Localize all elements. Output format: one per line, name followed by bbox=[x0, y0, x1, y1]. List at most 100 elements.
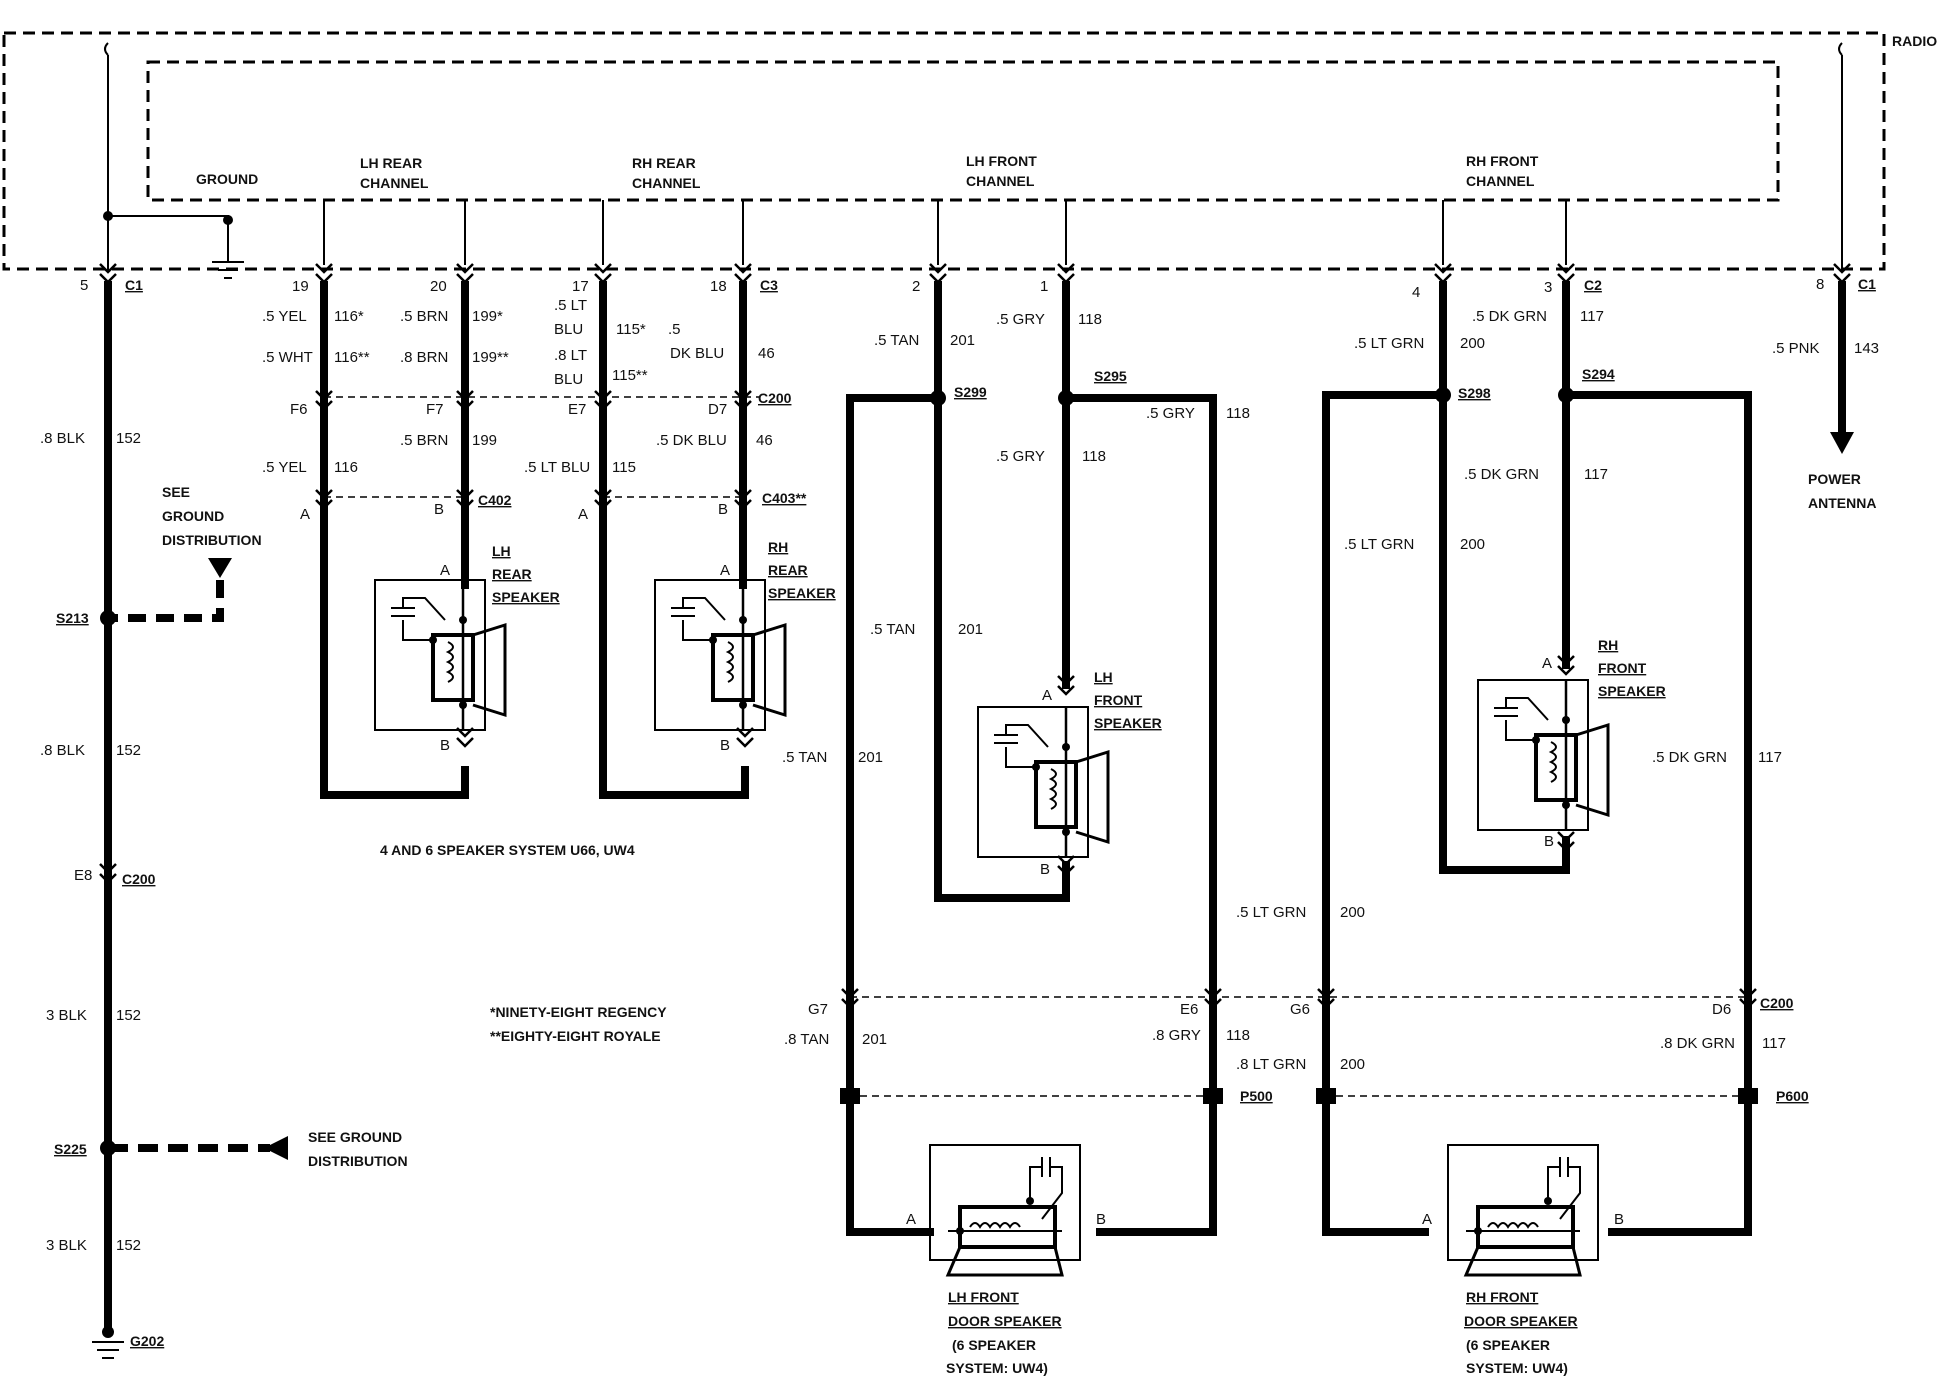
wire-tan5-3: .5 TAN bbox=[782, 749, 827, 766]
radio-ground-lead bbox=[104, 42, 109, 270]
rh-front-door-speaker-label-3: (6 SPEAKER bbox=[1466, 1337, 1550, 1353]
ground-distribution-arrow-1 bbox=[208, 558, 232, 578]
wire-dkblu5: .5 DK BLU bbox=[656, 432, 727, 449]
c200-label-rear: C200 bbox=[758, 390, 792, 406]
wire-yel: .5 YEL bbox=[262, 308, 307, 325]
ckt-152-3: 152 bbox=[116, 1007, 141, 1024]
pin-3-label: 3 bbox=[1544, 279, 1552, 296]
pin-b-rhdoor: B bbox=[1614, 1211, 1624, 1228]
ckt-118-2: 118 bbox=[1226, 405, 1250, 422]
lh-front-door-speaker-label-2: DOOR SPEAKER bbox=[948, 1313, 1062, 1329]
pin-8-label: 8 bbox=[1816, 276, 1824, 293]
rh-front-ltgrn-200-door-wire bbox=[1322, 391, 1447, 1236]
pin-e7-label: E7 bbox=[568, 401, 586, 418]
rh-front-door-speaker-symbol bbox=[1446, 1143, 1600, 1277]
ckt-116s: 116* bbox=[334, 308, 364, 325]
power-antenna-label-2: ANTENNA bbox=[1808, 495, 1876, 511]
s298-label: S298 bbox=[1458, 385, 1491, 401]
p500-terminal-left bbox=[840, 1088, 860, 1104]
radio-inner-outline bbox=[146, 60, 1780, 202]
wire-gry5-1: .5 GRY bbox=[996, 311, 1045, 328]
p600-terminal-right bbox=[1738, 1088, 1758, 1104]
lh-front-speaker-symbol bbox=[976, 705, 1110, 859]
ckt-117-1: 117 bbox=[1580, 308, 1604, 325]
rh-front-channel-label-1: RH FRONT bbox=[1466, 153, 1539, 169]
pin-17-label: 17 bbox=[572, 278, 589, 295]
wire-brn5: .5 BRN bbox=[400, 308, 448, 325]
pin-a-lhrear-c402: A bbox=[300, 506, 310, 523]
wire-ltgrn5-1: .5 LT GRN bbox=[1354, 335, 1424, 352]
ground-g202-icon bbox=[92, 1341, 124, 1359]
p600-terminal-left bbox=[1316, 1088, 1336, 1104]
s295-label: S295 bbox=[1094, 368, 1127, 384]
pin-a-rhrear-spk: A bbox=[720, 562, 730, 579]
wire-8blk-2: .8 BLK bbox=[40, 742, 85, 759]
pin-g6-label: G6 bbox=[1290, 1001, 1310, 1018]
s299-label: S299 bbox=[954, 384, 987, 400]
pin-b-rhrear-spk: B bbox=[720, 737, 730, 754]
lh-front-channel-label-2: CHANNEL bbox=[966, 173, 1035, 189]
pin-1-label: 1 bbox=[1040, 278, 1048, 295]
pin-d7-label: D7 bbox=[708, 401, 727, 418]
power-antenna-label-1: POWER bbox=[1808, 471, 1861, 487]
ckt-143: 143 bbox=[1854, 340, 1879, 357]
lh-rear-speaker-symbol bbox=[373, 578, 507, 732]
c403-label: C403** bbox=[762, 490, 807, 506]
ninety-eight-note: *NINETY-EIGHT REGENCY bbox=[490, 1004, 667, 1020]
rh-front-door-speaker-label-4: SYSTEM: UW4) bbox=[1466, 1360, 1568, 1376]
wire-ltgrn5-2: .5 LT GRN bbox=[1344, 536, 1414, 553]
ckt-200-4: 200 bbox=[1340, 1056, 1365, 1073]
pin-4-label: 4 bbox=[1412, 284, 1420, 301]
ckt-152-4: 152 bbox=[116, 1237, 141, 1254]
wire-3blk-2: 3 BLK bbox=[46, 1237, 87, 1254]
ckt-117-3: 117 bbox=[1758, 749, 1782, 766]
rh-front-speaker-label-2: FRONT bbox=[1598, 660, 1647, 676]
ckt-118-4: 118 bbox=[1226, 1027, 1250, 1044]
wire-yel-2: .5 YEL bbox=[262, 459, 307, 476]
p600-label: P600 bbox=[1776, 1088, 1809, 1104]
wire-tan8: .8 TAN bbox=[784, 1031, 829, 1048]
splice-s294-dot bbox=[1558, 387, 1574, 403]
pin-e8-label: E8 bbox=[74, 867, 92, 884]
c1-right-label: C1 bbox=[1858, 276, 1876, 292]
wire-gry8: .8 GRY bbox=[1152, 1027, 1201, 1044]
splice-s298-dot bbox=[1435, 387, 1451, 403]
ckt-115s: 115* bbox=[616, 321, 646, 338]
pin-b-lhdoor: B bbox=[1096, 1211, 1106, 1228]
pin-b-lhrear-spk: B bbox=[440, 737, 450, 754]
rh-front-speaker-loop bbox=[1439, 281, 1570, 874]
footnotes: *NINETY-EIGHT REGENCY **EIGHTY-EIGHT ROY… bbox=[490, 1004, 667, 1044]
ckt-199ss: 199** bbox=[472, 349, 509, 366]
ckt-199: 199 bbox=[472, 432, 497, 449]
pin-a-lhdoor: A bbox=[906, 1211, 916, 1228]
ckt-201-2: 201 bbox=[958, 621, 983, 638]
wire-ltblu5b: BLU bbox=[554, 321, 583, 338]
power-antenna-circuit: 8 C1 .5 PNK 143 POWER ANTENNA bbox=[1772, 262, 1879, 511]
rh-rear-channel-label-1: RH REAR bbox=[632, 155, 696, 171]
pin-f6-label: F6 bbox=[290, 401, 308, 418]
splice-s213-ground-feed bbox=[108, 580, 224, 622]
wire-8blk-1: .8 BLK bbox=[40, 430, 85, 447]
rh-front-door-dkgrn-117-wire bbox=[1562, 391, 1752, 1236]
ckt-117-2: 117 bbox=[1584, 466, 1608, 483]
pin-a-rhdoor: A bbox=[1422, 1211, 1432, 1228]
pin-b-rhrear-c403: B bbox=[718, 501, 728, 518]
s225-label: S225 bbox=[54, 1141, 87, 1157]
lh-rear-speaker-label-2: REAR bbox=[492, 566, 532, 582]
rear-speaker-circuits: 19 20 17 18 C3 .5 YEL 116* .5 WHT 116** … bbox=[262, 262, 836, 858]
rh-rear-wire-loop bbox=[599, 281, 749, 799]
pin-a-lhrear-spk: A bbox=[440, 562, 450, 579]
ground-label: GROUND bbox=[196, 171, 258, 187]
g202-label: G202 bbox=[130, 1333, 164, 1349]
splice-s299-dot bbox=[930, 390, 946, 406]
lh-front-speaker-label-3: SPEAKER bbox=[1094, 715, 1162, 731]
ckt-117-4: 117 bbox=[1762, 1035, 1786, 1052]
radio-chassis-ground-lead bbox=[108, 215, 229, 262]
c3-label: C3 bbox=[760, 277, 778, 293]
see-ground-1-line1: SEE bbox=[162, 484, 190, 500]
pin-5-label: 5 bbox=[80, 277, 88, 294]
pin-20-label: 20 bbox=[430, 278, 447, 295]
lh-front-circuits: 2 1 .5 TAN 201 .5 GRY 118 S299 S295 .5 G… bbox=[782, 262, 1273, 1376]
ckt-152-2: 152 bbox=[116, 742, 141, 759]
wire-tan5-1: .5 TAN bbox=[874, 332, 919, 349]
